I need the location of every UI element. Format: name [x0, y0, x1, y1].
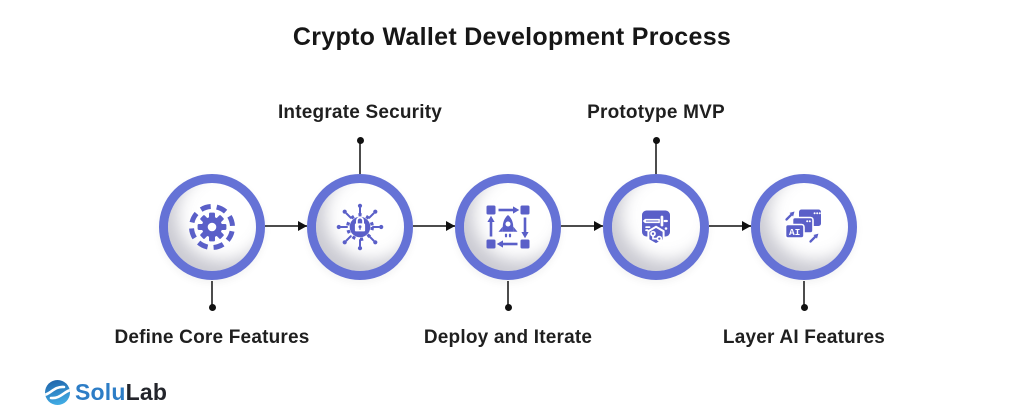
step-circle — [159, 174, 265, 280]
step-label: Deploy and Iterate — [423, 327, 593, 348]
stem-line — [803, 281, 805, 307]
stem-line — [655, 141, 657, 174]
stem-line — [211, 281, 213, 307]
stem-dot — [356, 137, 364, 144]
step-circle: AI — [751, 174, 857, 280]
connector-arrow-2 — [413, 221, 455, 231]
logo-text-lab: Lab — [125, 379, 168, 405]
lock-network-icon — [336, 203, 384, 251]
stem-dot — [208, 304, 216, 311]
step-circle — [455, 174, 561, 280]
gear-target-icon — [189, 204, 235, 250]
stem-dot — [504, 304, 512, 311]
ai-windows-icon: AI — [784, 209, 821, 243]
solulab-logo-icon — [45, 380, 70, 405]
step-label: Layer AI Features — [722, 327, 886, 348]
stem-dot — [800, 304, 808, 311]
stem-line — [507, 281, 509, 307]
logo-wordmark: SoluLab — [75, 379, 167, 406]
connector-arrow-3 — [561, 221, 603, 231]
stem-line — [359, 141, 361, 174]
connector-arrow-1 — [265, 221, 307, 231]
step-label: Define Core Features — [114, 327, 310, 348]
step-label: Integrate Security — [277, 102, 443, 123]
sword-blueprint-icon — [642, 210, 670, 246]
rocket-cycle-icon — [486, 205, 530, 249]
step-label: Prototype MVP — [587, 102, 725, 123]
step-circle — [307, 174, 413, 280]
step-circle — [603, 174, 709, 280]
logo-text-solu: Solu — [75, 379, 126, 405]
page-title: Crypto Wallet Development Process — [292, 23, 732, 51]
solulab-logo: SoluLab — [44, 379, 167, 406]
stem-dot — [652, 137, 660, 144]
connector-arrow-4 — [709, 221, 751, 231]
ai-badge-text: AI — [789, 227, 800, 238]
